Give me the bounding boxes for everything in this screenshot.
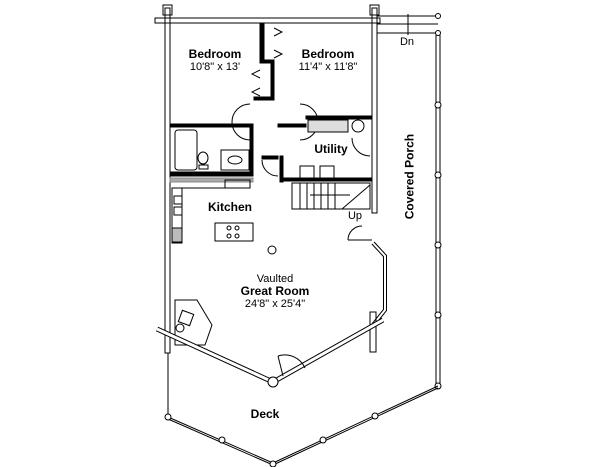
room-name: Bedroom bbox=[188, 47, 242, 61]
room-size: 10'8" x 13' bbox=[189, 61, 241, 74]
room-size: 24'8" x 25'4" bbox=[244, 298, 306, 311]
stairs-up-label: Up bbox=[347, 210, 363, 222]
room-bedroom-2: Bedroom 11'4" x 11'8" bbox=[288, 47, 368, 74]
top-exterior-wall bbox=[154, 17, 381, 24]
right-exterior-wall bbox=[371, 7, 378, 214]
room-covered-porch: Covered Porch bbox=[402, 133, 417, 220]
room-great-room: Vaulted Great Room 24'8" x 25'4" bbox=[225, 273, 325, 310]
room-deck: Deck bbox=[250, 407, 280, 421]
room-name: Great Room bbox=[240, 284, 310, 299]
room-utility: Utility bbox=[314, 142, 348, 156]
room-bedroom-1: Bedroom 10'8" x 13' bbox=[175, 47, 255, 74]
room-size: 11'4" x 11'8" bbox=[298, 61, 358, 74]
room-kitchen: Kitchen bbox=[207, 200, 252, 214]
room-qualifier: Vaulted bbox=[256, 273, 294, 285]
left-exterior-wall bbox=[164, 7, 171, 354]
stairs-down-label: Dn bbox=[399, 36, 415, 48]
room-name: Bedroom bbox=[301, 47, 355, 61]
